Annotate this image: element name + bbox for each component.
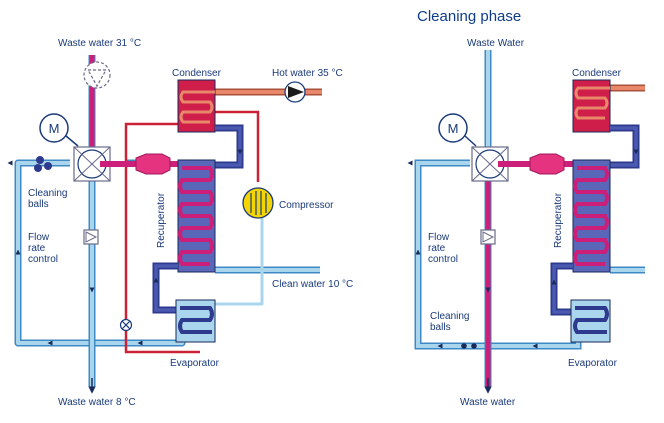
left-flow-rate-label: Flow rate control: [28, 232, 59, 265]
left-strainer-icon: [83, 61, 111, 89]
right-recuperator-label: Recuperator: [553, 192, 564, 248]
right-diagram: M: [407, 50, 645, 394]
right-evaporator-label: Evaporator: [568, 358, 617, 369]
left-recuperator-label: Recuperator: [156, 192, 167, 248]
left-refrigerant-lines: [124, 110, 260, 354]
right-dark-line-2: [550, 262, 573, 316]
right-nozzle: [529, 153, 565, 175]
left-waste-in-label: Waste water 31 °C: [58, 38, 142, 49]
right-title: Cleaning phase: [417, 8, 522, 25]
left-cleaning-ball-icon: [36, 156, 44, 164]
left-compressor-icon: [242, 187, 274, 219]
right-flow-control-icon: [480, 229, 496, 245]
right-cleaning-ball-icon: [471, 343, 477, 349]
right-cleaning-balls-label: Cleaning balls: [430, 311, 470, 333]
left-dark-line: [215, 124, 244, 169]
left-condenser: [177, 79, 216, 133]
left-motor-label: M: [49, 121, 60, 136]
right-dark-line: [610, 124, 640, 169]
left-flow-control-icon: [83, 229, 99, 245]
left-hot-water-label: Hot water 35 °C: [272, 68, 343, 79]
right-waste-out-label: Waste water: [460, 397, 516, 408]
left-cleaning-ball-icon: [44, 162, 52, 170]
left-cleaning-balls-label: Cleaning balls: [28, 188, 68, 210]
right-motor-icon: [438, 113, 468, 143]
left-clean-water-label: Clean water 10 °C: [272, 279, 354, 290]
left-condenser-label: Condenser: [172, 68, 221, 79]
left-diagram: M: [7, 55, 322, 394]
right-motor-label: M: [448, 121, 459, 136]
left-motor-icon: [39, 113, 69, 143]
left-waste-out-label: Waste water 8 °C: [58, 397, 136, 408]
left-filter-icon: [86, 69, 108, 88]
right-waste-in-label: Waste Water: [467, 38, 525, 49]
left-dark-line-2: [152, 262, 178, 314]
left-nozzle: [135, 153, 171, 175]
right-flow-rate-label: Flow rate control: [428, 232, 459, 265]
left-cleaning-ball-icon: [34, 164, 42, 172]
right-cleaning-ball-icon: [461, 343, 467, 349]
left-compressor-label: Compressor: [279, 200, 334, 211]
right-condenser-label: Condenser: [572, 68, 621, 79]
left-evaporator-label: Evaporator: [170, 358, 219, 369]
